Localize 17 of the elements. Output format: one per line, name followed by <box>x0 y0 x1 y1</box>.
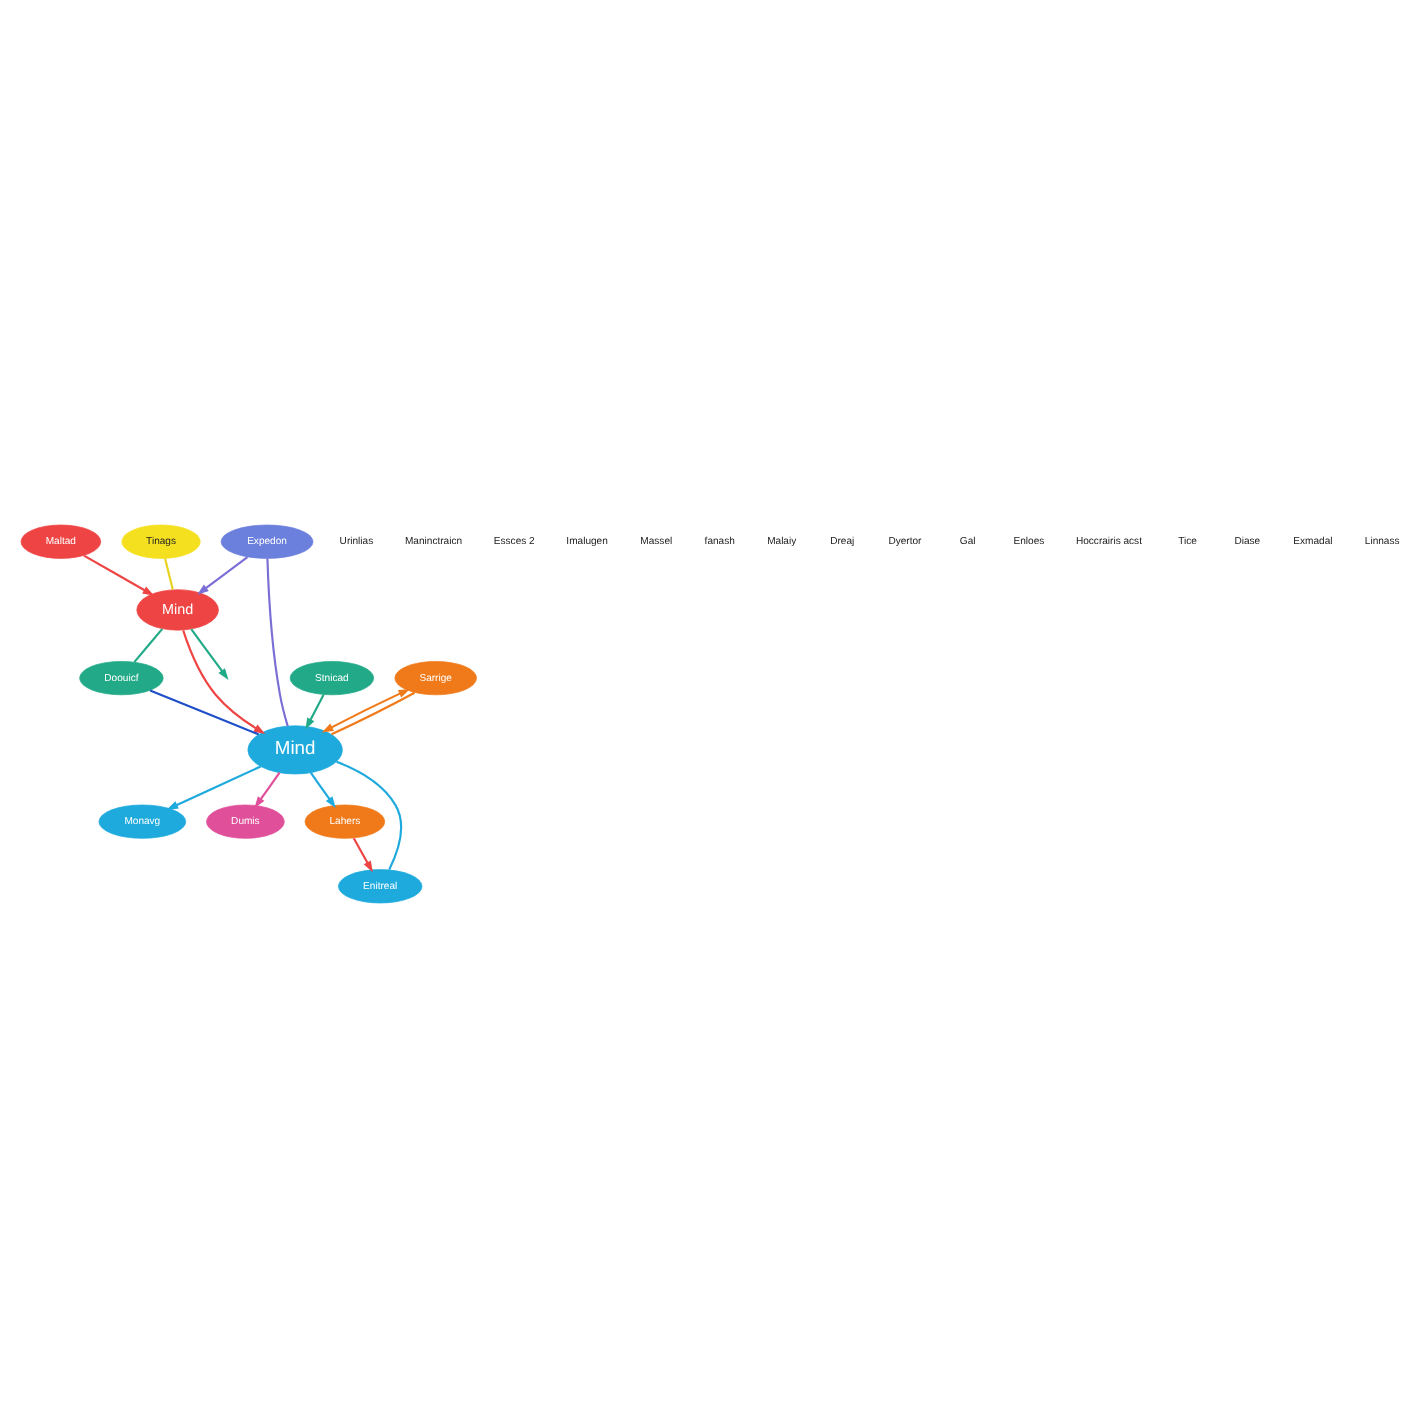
connector <box>164 557 174 589</box>
arrow <box>254 771 281 808</box>
connector <box>266 557 289 726</box>
connector <box>331 690 416 735</box>
arrow <box>309 771 336 808</box>
arrow <box>352 836 373 872</box>
arrow <box>321 687 410 732</box>
arrow <box>166 764 262 809</box>
arrow <box>305 693 325 729</box>
node-ellipse: Mind <box>136 588 219 630</box>
connector <box>149 688 259 735</box>
arrow <box>190 627 229 679</box>
connector <box>133 627 164 662</box>
arrow <box>182 629 266 734</box>
connector <box>336 759 403 870</box>
arrow <box>83 553 155 595</box>
arrow <box>197 555 249 594</box>
